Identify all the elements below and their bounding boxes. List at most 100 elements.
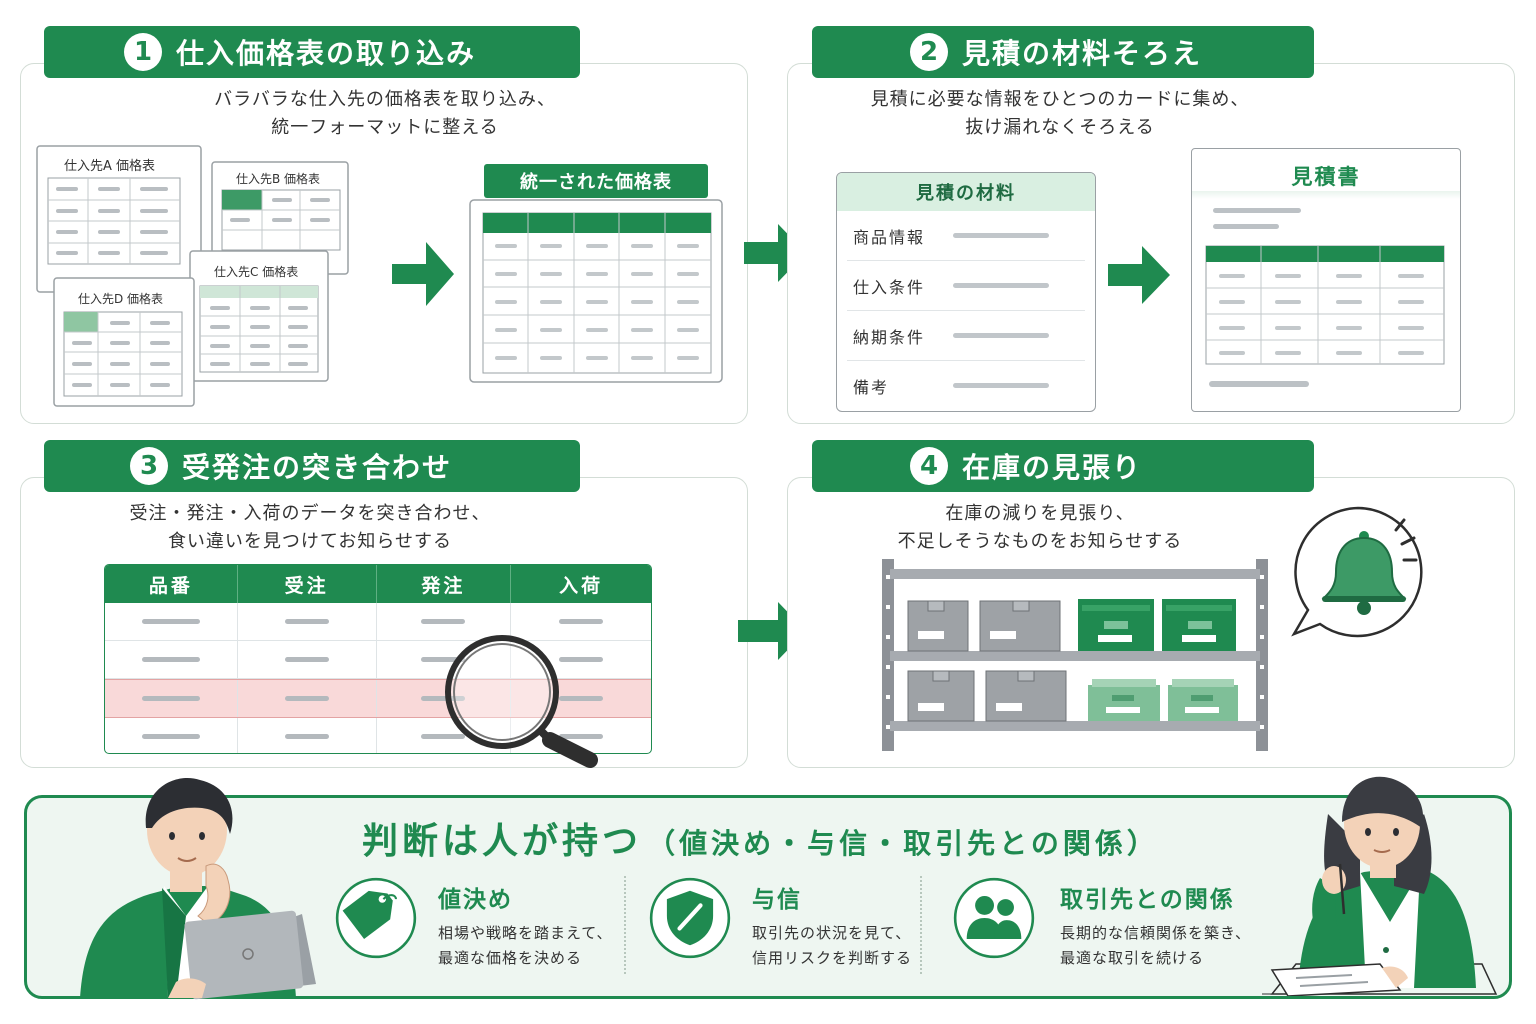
bell-icon: [1321, 531, 1407, 615]
unified-price-table: [469, 199, 723, 383]
headline-main: 判断は人が持つ: [362, 821, 643, 862]
placeholder-line: [284, 619, 329, 624]
step4-title: 在庫の見張り: [962, 451, 1143, 484]
materials-card-title: 見積の材料: [837, 173, 1095, 211]
step1-arrow-icon: [392, 242, 454, 306]
judgment-item-text: 最適な取引を続ける: [1060, 949, 1205, 967]
step1-banner: 1 仕入価格表の取り込み: [44, 26, 580, 78]
matching-table-header: 品番受注発注 入荷: [105, 565, 651, 603]
supplier-sheet-b: [211, 161, 349, 275]
supplier-sheet-c: [189, 250, 329, 382]
materials-fields: 商品情報仕入条件納期条件備考: [837, 211, 1095, 410]
woman-with-document-illustration: [1262, 776, 1498, 996]
bottom-headline: 判断は人が持つ （値決め・与信・取引先との関係）: [362, 812, 1222, 864]
matching-table-header-cell: 発注: [377, 565, 512, 603]
table-row: [105, 679, 651, 718]
step3-number: 3: [130, 447, 168, 485]
step2-title: 見積の材料そろえ: [962, 37, 1203, 70]
table-cell: [105, 718, 238, 753]
materials-field-label: 仕入条件: [853, 277, 926, 297]
quote-title: 見積書: [1291, 165, 1361, 189]
supplier-sheet-b-label: 仕入先B 価格表: [236, 172, 321, 186]
judgment-item-text: 最適な価格を決める: [438, 949, 583, 967]
table-cell: [377, 718, 512, 753]
supplier-sheet-d-label: 仕入先D 価格表: [78, 292, 164, 306]
table-cell: [105, 603, 238, 640]
table-cell: [377, 603, 512, 640]
quote-table-illustration: [1205, 208, 1445, 387]
judgment-item-text: 長期的な信頼関係を築き、: [1060, 924, 1251, 942]
materials-field-label: 商品情報: [853, 227, 926, 247]
placeholder-line: [141, 696, 200, 701]
materials-field: 備考: [847, 361, 1085, 410]
placeholder-line: [421, 734, 466, 739]
table-cell: [511, 718, 651, 753]
matching-table-header-cell: 品番: [105, 565, 238, 603]
divider-1: [624, 876, 626, 974]
table-cell: [105, 680, 238, 717]
headline-paren: （値決め・与信・取引先との関係）: [647, 827, 1159, 860]
man-with-laptop-illustration: [80, 778, 316, 1000]
step1-number: 1: [124, 33, 162, 71]
judgment-item-text: 相場や戦略を踏まえて、: [438, 924, 613, 942]
placeholder-line: [559, 657, 604, 662]
table-cell: [238, 603, 377, 640]
step2-banner: 2 見積の材料そろえ: [812, 26, 1314, 78]
table-cell: [511, 680, 651, 717]
step2-description: 見積に必要な情報をひとつのカードに集め、 抜け漏れなくそろえる: [870, 89, 1250, 138]
table-cell: [105, 641, 238, 678]
placeholder-line: [284, 734, 329, 739]
placeholder-line: [953, 333, 1049, 338]
table-row: [105, 603, 651, 641]
step3-title: 受発注の突き合わせ: [182, 451, 453, 484]
divider-2: [920, 876, 922, 974]
judgment-item-title: 取引先との関係: [1060, 887, 1235, 913]
stock-box-gray: [985, 670, 1067, 722]
judgment-item-text: 信用リスクを判断する: [752, 949, 913, 967]
people-icon: [953, 877, 1035, 959]
stock-bin-light-green: [1168, 679, 1238, 721]
table-cell: [238, 680, 377, 717]
placeholder-line: [421, 657, 466, 662]
step1-illustration: [36, 145, 723, 407]
inventory-shelf-illustration: [882, 559, 1268, 751]
step1-description: バラバラな仕入先の価格表を取り込み、 統一フォーマットに整える: [214, 89, 556, 138]
judgment-item-text: 取引先の状況を見て、: [752, 924, 912, 942]
materials-field-label: 納期条件: [853, 327, 926, 347]
step4-banner: 4 在庫の見張り: [812, 440, 1314, 492]
stock-box-gray: [979, 600, 1061, 652]
stock-box-gray: [907, 600, 969, 652]
placeholder-line: [141, 657, 200, 662]
matching-table-header-cell: 受注: [238, 565, 377, 603]
placeholder-line: [421, 619, 466, 624]
placeholder-line: [284, 696, 329, 701]
table-cell: [511, 603, 651, 640]
materials-field-label: 備考: [853, 377, 890, 397]
table-cell: [377, 680, 512, 717]
materials-field: 納期条件: [847, 311, 1085, 361]
shield-icon: [649, 877, 731, 959]
table-cell: [238, 718, 377, 753]
materials-field: 仕入条件: [847, 261, 1085, 311]
stock-bin-green: [1162, 599, 1236, 651]
placeholder-line: [559, 734, 604, 739]
supplier-sheet-d: [53, 277, 195, 407]
matching-table-header-cell: 入荷: [559, 574, 604, 597]
stock-box-gray: [907, 670, 975, 722]
supplier-sheet-a: [36, 145, 202, 293]
alert-bell-bubble: [1291, 506, 1423, 638]
placeholder-line: [953, 283, 1049, 288]
placeholder-line: [559, 619, 604, 624]
materials-field: 商品情報: [847, 211, 1085, 261]
step3-description: 受注・発注・入荷のデータを突き合わせ、 食い違いを見つけてお知らせする: [129, 503, 491, 552]
stock-bin-light-green: [1088, 679, 1160, 721]
placeholder-line: [953, 383, 1049, 388]
matching-table: 品番受注発注 入荷: [104, 564, 652, 754]
table-cell: [238, 641, 377, 678]
placeholder-line: [284, 657, 329, 662]
table-cell: [377, 641, 512, 678]
step3-banner: 3 受発注の突き合わせ: [44, 440, 580, 492]
placeholder-line: [421, 696, 466, 701]
supplier-sheet-c-label: 仕入先C 価格表: [214, 265, 299, 279]
step2-number: 2: [910, 33, 948, 71]
